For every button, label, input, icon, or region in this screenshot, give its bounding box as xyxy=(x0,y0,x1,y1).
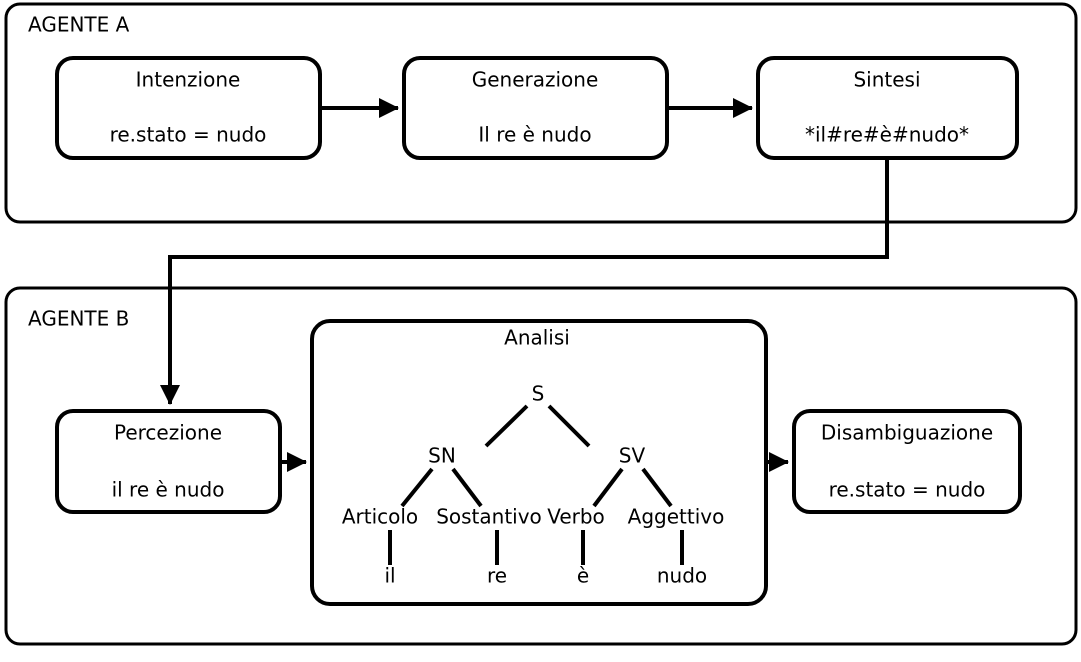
tree-edge-sv-verbo xyxy=(592,467,624,508)
agent-a-container: AGENTE A xyxy=(4,2,1078,224)
node-percezione[interactable]: Percezione il re è nudo xyxy=(55,409,282,514)
tree-edge-sn-articolo xyxy=(400,467,434,508)
node-generazione-title: Generazione xyxy=(472,68,599,92)
tree-node-aggettivo: Aggettivo xyxy=(628,505,725,529)
tree-node-s: S xyxy=(532,382,545,406)
tree-edge-sn-sostantivo xyxy=(451,467,483,508)
node-intenzione-box[interactable] xyxy=(55,56,322,160)
group-analisi[interactable]: Analisi xyxy=(310,319,768,606)
tree-node-sostantivo: Sostantivo xyxy=(436,505,542,529)
agent-b-label: AGENTE B xyxy=(28,307,129,331)
node-percezione-value: il re è nudo xyxy=(112,478,225,502)
arrow-sintesi-to-percezione xyxy=(160,158,889,405)
tree-node-sn: SN xyxy=(428,444,456,468)
node-disambiguazione-value: re.stato = nudo xyxy=(829,478,986,502)
node-disambiguazione[interactable]: Disambiguazione re.stato = nudo xyxy=(792,409,1022,514)
tree-edge-s-sv xyxy=(547,404,591,448)
node-percezione-title: Percezione xyxy=(114,421,222,445)
node-generazione-box[interactable] xyxy=(402,56,669,160)
group-analisi-title: Analisi xyxy=(504,326,570,350)
tree-node-articolo: Articolo xyxy=(342,505,418,529)
node-intenzione-title: Intenzione xyxy=(136,68,241,92)
tree-leaf-nudo: nudo xyxy=(657,564,707,588)
node-generazione-value: Il re è nudo xyxy=(478,123,591,147)
tree-edge-s-sn xyxy=(484,404,529,448)
node-disambiguazione-box[interactable] xyxy=(792,409,1022,514)
node-disambiguazione-title: Disambiguazione xyxy=(821,421,993,445)
group-analisi-box[interactable] xyxy=(310,319,768,606)
agent-a-border xyxy=(4,2,1078,224)
node-percezione-box[interactable] xyxy=(55,409,282,514)
node-intenzione-value: re.stato = nudo xyxy=(110,123,267,147)
agent-a-label: AGENTE A xyxy=(28,13,130,37)
tree-leaf-e-accent: è xyxy=(577,564,589,588)
agent-b-border xyxy=(4,286,1078,646)
node-sintesi-value: *il#re#è#nudo* xyxy=(805,123,969,147)
tree-node-verbo: Verbo xyxy=(547,505,605,529)
tree-edge-sv-aggettivo xyxy=(641,467,673,508)
tree-leaf-re: re xyxy=(487,564,507,588)
node-sintesi-title: Sintesi xyxy=(853,68,920,92)
tree-node-sv: SV xyxy=(619,444,646,468)
node-intenzione[interactable]: Intenzione re.stato = nudo xyxy=(55,56,322,160)
agent-b-container: AGENTE B xyxy=(4,286,1078,646)
node-sintesi[interactable]: Sintesi *il#re#è#nudo* xyxy=(756,56,1019,160)
tree-leaf-il: il xyxy=(384,564,395,588)
parse-tree: S SN SV Articolo Sostantivo Verbo Aggett… xyxy=(342,382,725,588)
node-generazione[interactable]: Generazione Il re è nudo xyxy=(402,56,669,160)
